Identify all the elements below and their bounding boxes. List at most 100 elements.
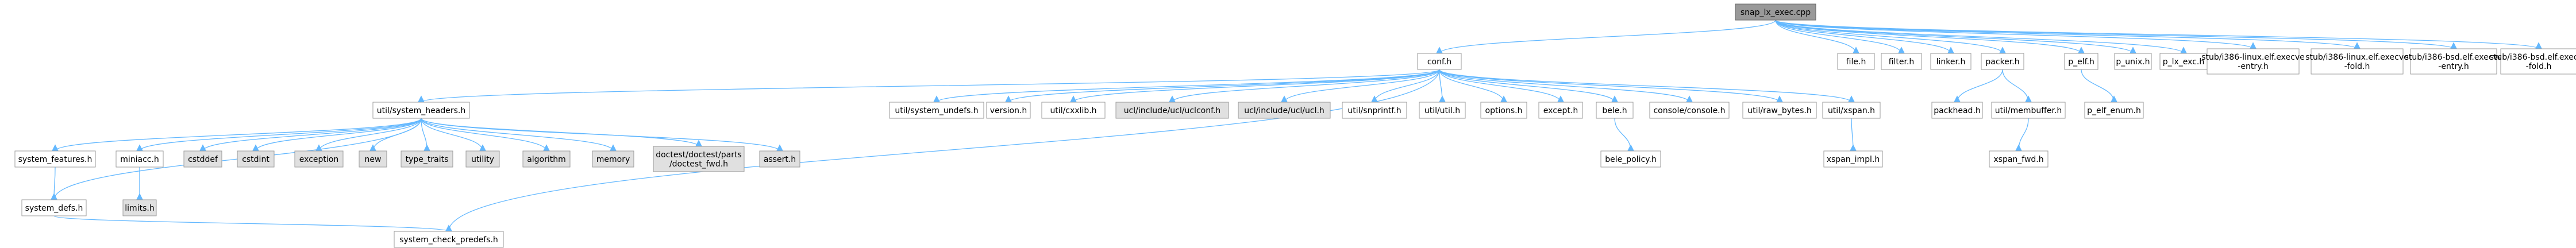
node-packhead-label-line-0: packhead.h [1934, 106, 1981, 115]
node-limits[interactable]: limits.h [122, 199, 157, 216]
node-new[interactable]: new [359, 150, 387, 168]
node-algorithm[interactable]: algorithm [522, 150, 571, 168]
edge-sysheaders-to-doctestfwd [421, 118, 702, 147]
node-stub4[interactable]: stub/i386-bsd.elf.execve-fold.h [2490, 48, 2576, 75]
node-except-label-line-0: except.h [1543, 106, 1578, 115]
edge-bele-to-belepolicy [1614, 118, 1634, 152]
edge-root-to-conf [1436, 20, 1776, 54]
node-except-box [1538, 102, 1583, 119]
node-belepolicy[interactable]: bele_policy.h [1600, 150, 1661, 168]
node-punix[interactable]: p_unix.h [2114, 53, 2152, 70]
node-stub2[interactable]: stub/i386-linux.elf.execve-fold.h [2305, 48, 2409, 75]
node-snprintf-label-line-0: util/snprintf.h [1347, 106, 1401, 115]
node-syscheck-label-line-0: system_check_predefs.h [399, 235, 498, 245]
node-xspan[interactable]: util/xspan.h [1822, 102, 1881, 119]
edge-packer-to-packhead [1954, 69, 2003, 103]
node-console-label-line-0: console/console.h [1653, 106, 1725, 115]
node-stub3[interactable]: stub/i386-bsd.elf.execve-entry.h [2405, 48, 2503, 75]
edge-membuffer-to-xspanfwd [2015, 118, 2029, 152]
edge-conf-to-uclconf [1169, 69, 1440, 103]
node-version[interactable]: version.h [986, 102, 1031, 119]
node-cstdint-label-line-0: cstdint [242, 155, 269, 164]
node-cxxlib[interactable]: util/cxxlib.h [1041, 102, 1106, 119]
node-uclconf[interactable]: ucl/include/ucl/uclconf.h [1115, 102, 1229, 119]
node-cxxlib-box [1041, 102, 1106, 119]
node-linker-box [1930, 53, 1972, 70]
node-linker[interactable]: linker.h [1930, 53, 1972, 70]
node-packhead[interactable]: packhead.h [1931, 102, 1983, 119]
node-memory-label-line-0: memory [596, 155, 630, 164]
node-asserth[interactable]: assert.h [759, 150, 800, 168]
node-console[interactable]: console/console.h [1649, 102, 1730, 119]
edge-sysheaders-to-cstddef [199, 118, 422, 152]
node-membuffer-box [1991, 102, 2066, 119]
node-xspanimpl[interactable]: xspan_impl.h [1823, 150, 1883, 168]
node-root[interactable]: snap_lx_exec.cpp [1735, 3, 1816, 21]
node-sysdefs-label-line-0: system_defs.h [25, 204, 83, 213]
edge-xspan-to-xspanimpl [1850, 118, 1857, 152]
node-asserth-label-line-0: assert.h [764, 155, 796, 164]
node-typetraits[interactable]: type_traits [401, 150, 453, 168]
node-pelfenum[interactable]: p_elf_enum.h [2084, 102, 2144, 119]
node-util[interactable]: util/util.h [1419, 102, 1466, 119]
node-exception[interactable]: exception [294, 150, 344, 168]
node-sysfeatures-label-line-0: system_features.h [18, 155, 93, 164]
node-fileh[interactable]: file.h [1837, 53, 1875, 70]
node-stub1-label-line-1: -entry.h [2238, 62, 2268, 71]
edge-conf-to-util [1439, 69, 1446, 103]
node-uclh[interactable]: ucl/include/ucl/ucl.h [1238, 102, 1331, 119]
node-conf-box [1417, 53, 1462, 70]
node-snprintf[interactable]: util/snprintf.h [1342, 102, 1407, 119]
edge-sysheaders-to-sysfeatures [52, 118, 422, 152]
node-sysundefs[interactable]: util/system_undefs.h [889, 102, 984, 119]
node-console-box [1649, 102, 1730, 119]
node-sysheaders-label-line-0: util/system_headers.h [377, 106, 465, 115]
node-membuffer[interactable]: util/membuffer.h [1991, 102, 2066, 119]
edge-sysheaders-to-cstdint [252, 118, 422, 152]
edge-pelf-to-pelfenum [2081, 69, 2117, 103]
edge-conf-to-snprintf [1371, 69, 1440, 103]
node-pelf[interactable]: p_elf.h [2064, 53, 2098, 70]
node-except[interactable]: except.h [1538, 102, 1583, 119]
node-cstddef-label-line-0: cstddef [188, 155, 218, 164]
node-stub1[interactable]: stub/i386-linux.elf.execve-entry.h [2201, 48, 2305, 75]
node-sysheaders[interactable]: util/system_headers.h [372, 102, 470, 119]
edge-packer-to-membuffer [2002, 69, 2032, 103]
node-cstdint[interactable]: cstdint [237, 150, 275, 168]
edge-sysheaders-to-exception [315, 118, 422, 152]
node-bele[interactable]: bele.h [1596, 102, 1634, 119]
node-utility[interactable]: utility [465, 150, 500, 168]
edge-conf-to-console [1439, 69, 1693, 103]
node-exception-label-line-0: exception [299, 155, 338, 164]
node-xspanfwd-label-line-0: xspan_fwd.h [1993, 155, 2043, 164]
node-doctestfwd-label-line-0: doctest/doctest/parts [656, 150, 742, 160]
node-limits-label-line-0: limits.h [125, 204, 154, 213]
node-stub4-label-line-0: stub/i386-bsd.elf.execve [2490, 53, 2576, 62]
node-rawbytes-label-line-0: util/raw_bytes.h [1747, 106, 1812, 115]
node-conf[interactable]: conf.h [1417, 53, 1462, 70]
node-typetraits-box [401, 150, 453, 168]
node-stub4-label-line-1: -fold.h [2526, 62, 2552, 71]
node-sysdefs[interactable]: system_defs.h [21, 199, 87, 216]
node-xspanfwd[interactable]: xspan_fwd.h [1989, 150, 2049, 168]
node-plxexc[interactable]: p_lx_exc.h [2159, 53, 2208, 70]
node-sysfeatures[interactable]: system_features.h [14, 150, 96, 168]
node-filter[interactable]: filter.h [1881, 53, 1922, 70]
node-conf-label-line-0: conf.h [1427, 57, 1451, 67]
node-options[interactable]: options.h [1480, 102, 1527, 119]
node-packer[interactable]: packer.h [1981, 53, 2024, 70]
node-cstddef[interactable]: cstddef [183, 150, 222, 168]
node-sysdefs-box [21, 199, 87, 216]
node-punix-box [2114, 53, 2152, 70]
edge-conf-to-syscheck [445, 69, 1440, 232]
node-syscheck[interactable]: system_check_predefs.h [394, 231, 504, 248]
node-miniacc[interactable]: miniacc.h [115, 150, 164, 168]
node-xspanimpl-label-line-0: xspan_impl.h [1827, 155, 1880, 164]
node-utility-box [465, 150, 500, 168]
edge-root-to-punix [1775, 20, 2136, 54]
node-memory[interactable]: memory [592, 150, 634, 168]
node-plxexc-box [2159, 53, 2208, 70]
node-rawbytes[interactable]: util/raw_bytes.h [1742, 102, 1817, 119]
node-bele-box [1596, 102, 1634, 119]
node-doctestfwd[interactable]: doctest/doctest/parts/doctest_fwd.h [653, 146, 745, 172]
